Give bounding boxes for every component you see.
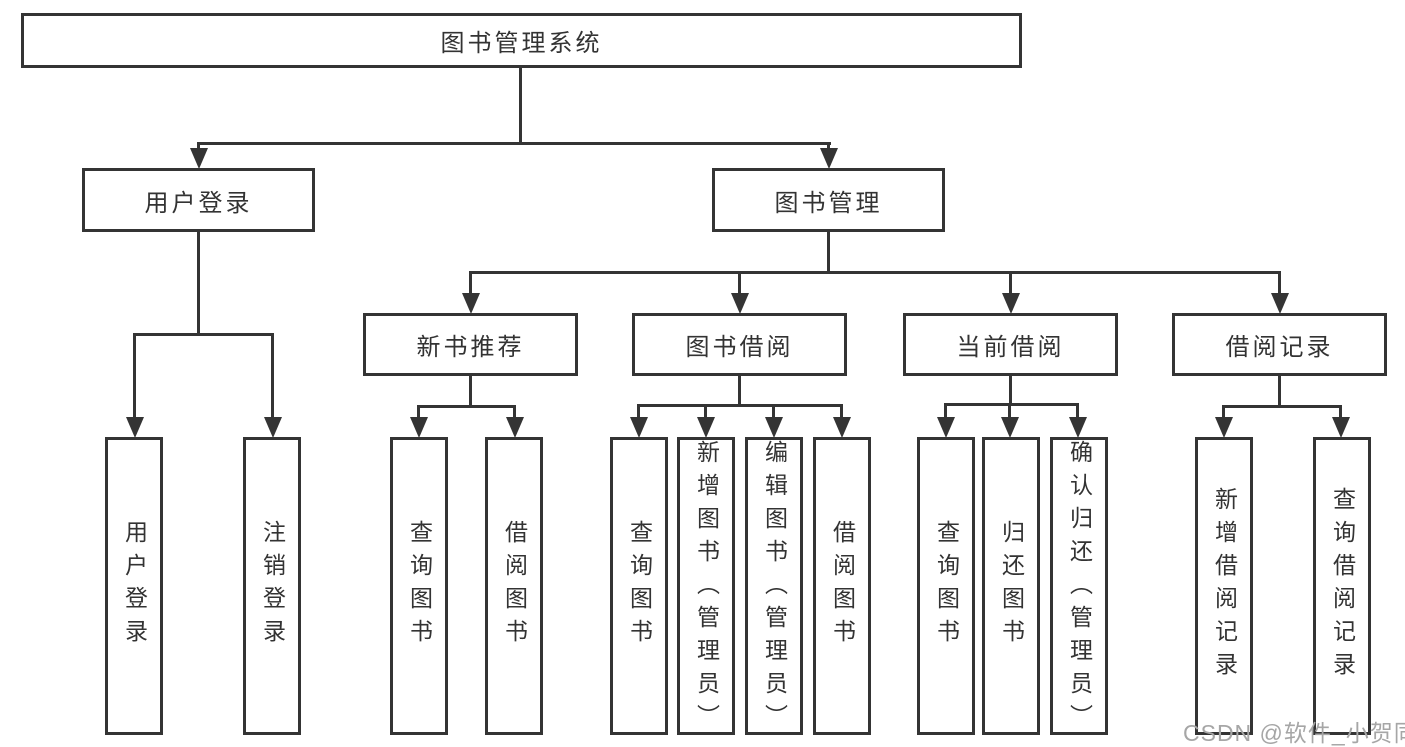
node-new-book-recommend: 新书推荐 <box>363 313 578 376</box>
node-user-login: 用户登录 <box>82 168 315 232</box>
arrow-down-icon <box>697 417 715 438</box>
connector-line <box>519 66 522 144</box>
connector-line <box>197 230 200 336</box>
connector-line <box>944 403 1079 406</box>
connector-line <box>417 405 516 408</box>
connector-line <box>271 333 274 419</box>
node-root-label: 图书管理系统 <box>440 30 603 57</box>
leaf-label: 归还图书 <box>998 520 1025 652</box>
arrow-down-icon <box>1002 293 1020 314</box>
connector-line <box>1278 271 1281 296</box>
connector-line <box>827 142 830 151</box>
leaf-confirm-return-admin: 确认归还（管理员） <box>1050 437 1108 737</box>
arrow-down-icon <box>630 417 648 438</box>
arrow-down-icon <box>1332 417 1350 438</box>
arrow-down-icon <box>937 417 955 438</box>
node-current-borrow-label: 当前借阅 <box>956 334 1065 361</box>
arrow-down-icon <box>820 148 838 169</box>
connector-line <box>417 405 420 420</box>
node-borrow-records-label: 借阅记录 <box>1225 334 1334 361</box>
arrow-down-icon <box>190 148 208 169</box>
node-book-borrow-label: 图书借阅 <box>685 334 794 361</box>
connector-line <box>1009 271 1012 296</box>
leaf-user-login: 用户登录 <box>105 437 163 735</box>
leaf-label: 借阅图书 <box>829 520 856 652</box>
node-borrow-records: 借阅记录 <box>1172 313 1387 376</box>
connector-line <box>1222 405 1342 408</box>
leaf-query-books-recommend: 查询图书 <box>390 437 448 735</box>
leaf-borrow-books: 借阅图书 <box>813 437 871 735</box>
arrow-down-icon <box>506 417 524 438</box>
connector-line <box>944 403 947 420</box>
arrow-down-icon <box>126 417 144 438</box>
connector-line <box>1076 403 1079 420</box>
arrow-down-icon <box>1215 417 1233 438</box>
connector-line <box>704 404 707 420</box>
leaf-label: 查询图书 <box>406 520 433 652</box>
csdn-watermark: CSDN @软件_小贺同学 <box>1183 720 1405 746</box>
leaf-label: 注销登录 <box>259 520 286 652</box>
arrow-down-icon <box>410 417 428 438</box>
connector-line <box>133 333 136 419</box>
arrow-down-icon <box>1069 417 1087 438</box>
connector-line <box>1222 405 1225 420</box>
connector-line <box>469 374 472 408</box>
node-book-borrow: 图书借阅 <box>632 313 847 376</box>
connector-line <box>772 404 775 420</box>
leaf-logout: 注销登录 <box>243 437 301 735</box>
connector-line <box>1008 403 1011 420</box>
arrow-down-icon <box>731 293 749 314</box>
leaf-return-books: 归还图书 <box>982 437 1040 735</box>
connector-line <box>827 230 830 274</box>
arrow-down-icon <box>833 417 851 438</box>
connector-line <box>738 271 741 296</box>
leaf-query-books-borrow: 查询图书 <box>610 437 668 735</box>
leaf-label: 编辑图书（管理员） <box>761 440 788 737</box>
node-current-borrow: 当前借阅 <box>903 313 1118 376</box>
arrow-down-icon <box>1001 417 1019 438</box>
connector-line <box>469 271 1281 274</box>
leaf-label: 查询图书 <box>626 520 653 652</box>
connector-line <box>469 271 472 296</box>
leaf-edit-books-admin: 编辑图书（管理员） <box>745 437 803 737</box>
leaf-add-borrow-record: 新增借阅记录 <box>1195 437 1253 735</box>
leaf-label: 查询借阅记录 <box>1329 487 1356 685</box>
connector-line <box>133 333 274 336</box>
node-book-management: 图书管理 <box>712 168 945 232</box>
leaf-label: 借阅图书 <box>501 520 528 652</box>
connector-line <box>197 142 831 145</box>
node-book-management-label: 图书管理 <box>774 189 883 217</box>
connector-line <box>637 404 640 420</box>
connector-line <box>637 404 843 407</box>
connector-line <box>840 404 843 420</box>
connector-line <box>1339 405 1342 420</box>
connector-line <box>197 142 200 151</box>
arrow-down-icon <box>765 417 783 438</box>
connector-line <box>738 374 741 407</box>
leaf-query-borrow-record: 查询借阅记录 <box>1313 437 1371 735</box>
leaf-label: 确认归还（管理员） <box>1066 440 1093 737</box>
leaf-label: 用户登录 <box>121 520 148 652</box>
leaf-query-books-current: 查询图书 <box>917 437 975 735</box>
leaf-label: 查询图书 <box>933 520 960 652</box>
leaf-label: 新增图书（管理员） <box>693 440 720 737</box>
leaf-borrow-books-recommend: 借阅图书 <box>485 437 543 735</box>
arrow-down-icon <box>264 417 282 438</box>
node-new-book-recommend-label: 新书推荐 <box>416 334 525 361</box>
node-root: 图书管理系统 <box>21 13 1022 68</box>
node-user-login-label: 用户登录 <box>144 189 253 217</box>
arrow-down-icon <box>462 293 480 314</box>
connector-line <box>513 405 516 420</box>
connector-line <box>1009 374 1012 406</box>
leaf-add-books-admin: 新增图书（管理员） <box>677 437 735 737</box>
leaf-label: 新增借阅记录 <box>1211 487 1238 685</box>
connector-line <box>1278 374 1281 408</box>
arrow-down-icon <box>1271 293 1289 314</box>
